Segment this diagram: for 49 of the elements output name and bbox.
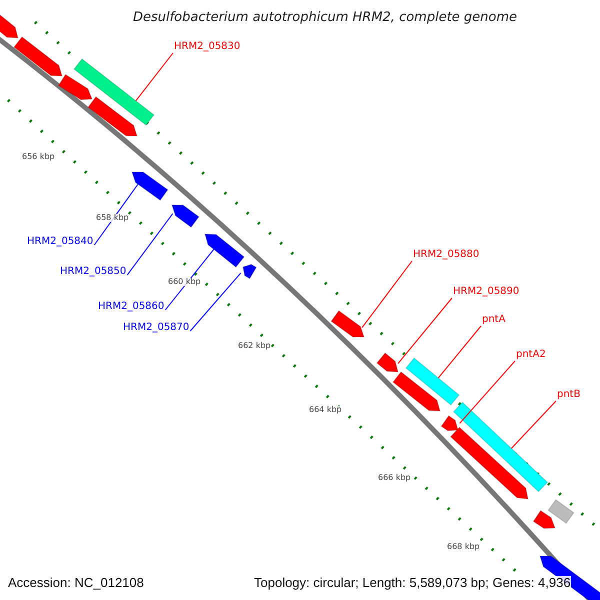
- gene-label: pntB: [557, 390, 580, 400]
- gene-bar: [548, 499, 574, 524]
- gene-segment: [450, 426, 529, 500]
- gene-segment: [13, 36, 63, 77]
- gene-label: HRM2_05870: [123, 323, 190, 333]
- leader-line: [459, 360, 516, 424]
- scale-label: 662 kbp: [238, 342, 271, 350]
- scale-label: 668 kbp: [447, 543, 480, 551]
- gene-segment: [376, 352, 399, 373]
- leader-line: [135, 52, 174, 102]
- gene-segment: [171, 204, 200, 228]
- gene-segment: [392, 371, 441, 412]
- gene-segment: [58, 74, 93, 100]
- gene-label: HRM2_05830: [174, 42, 240, 52]
- gene-segment: [131, 172, 168, 201]
- gene-segment: [440, 415, 459, 432]
- gene-bar: [73, 58, 155, 126]
- leader-line: [94, 184, 138, 246]
- leader-line: [164, 248, 214, 310]
- footer-text: Topology: circular; Length: 5,589,073 bp; Genes: 4,936: [254, 576, 571, 589]
- gene-bar: [452, 402, 548, 492]
- leader-line: [126, 213, 174, 276]
- gene-segment: [539, 556, 600, 600]
- leader-line: [438, 326, 482, 378]
- gene-segment: [330, 310, 365, 338]
- scale-label: 666 kbp: [378, 474, 411, 482]
- gene-bar: [405, 357, 460, 406]
- gene-label: HRM2_05860: [98, 302, 164, 312]
- gene-segment: [204, 233, 245, 268]
- scale-label: 658 kbp: [96, 214, 129, 222]
- gene-label: pntA2: [516, 350, 546, 360]
- gene-segment: [242, 264, 257, 280]
- scale-label: 660 kbp: [168, 278, 201, 286]
- gene-segment: [0, 14, 19, 39]
- leader-line: [510, 400, 556, 449]
- gene-label: HRM2_05840: [27, 237, 94, 247]
- gene-segment: [87, 96, 138, 137]
- footer-text: Accession: NC_012108: [8, 576, 144, 589]
- gene-label: HRM2_05850: [60, 267, 126, 277]
- leader-line: [190, 272, 242, 332]
- scale-label: 664 kbp: [309, 406, 342, 414]
- leader-line: [398, 298, 452, 364]
- gene-segment: [532, 510, 556, 529]
- gene-label: pntA: [482, 315, 506, 325]
- title: Desulfobacterium autotrophicum HRM2, complete genome: [132, 11, 518, 24]
- leader-line: [362, 260, 412, 328]
- gene-label: HRM2_05890: [453, 287, 520, 297]
- scale-label: 656 kbp: [22, 153, 55, 161]
- gene-label: HRM2_05880: [413, 250, 480, 260]
